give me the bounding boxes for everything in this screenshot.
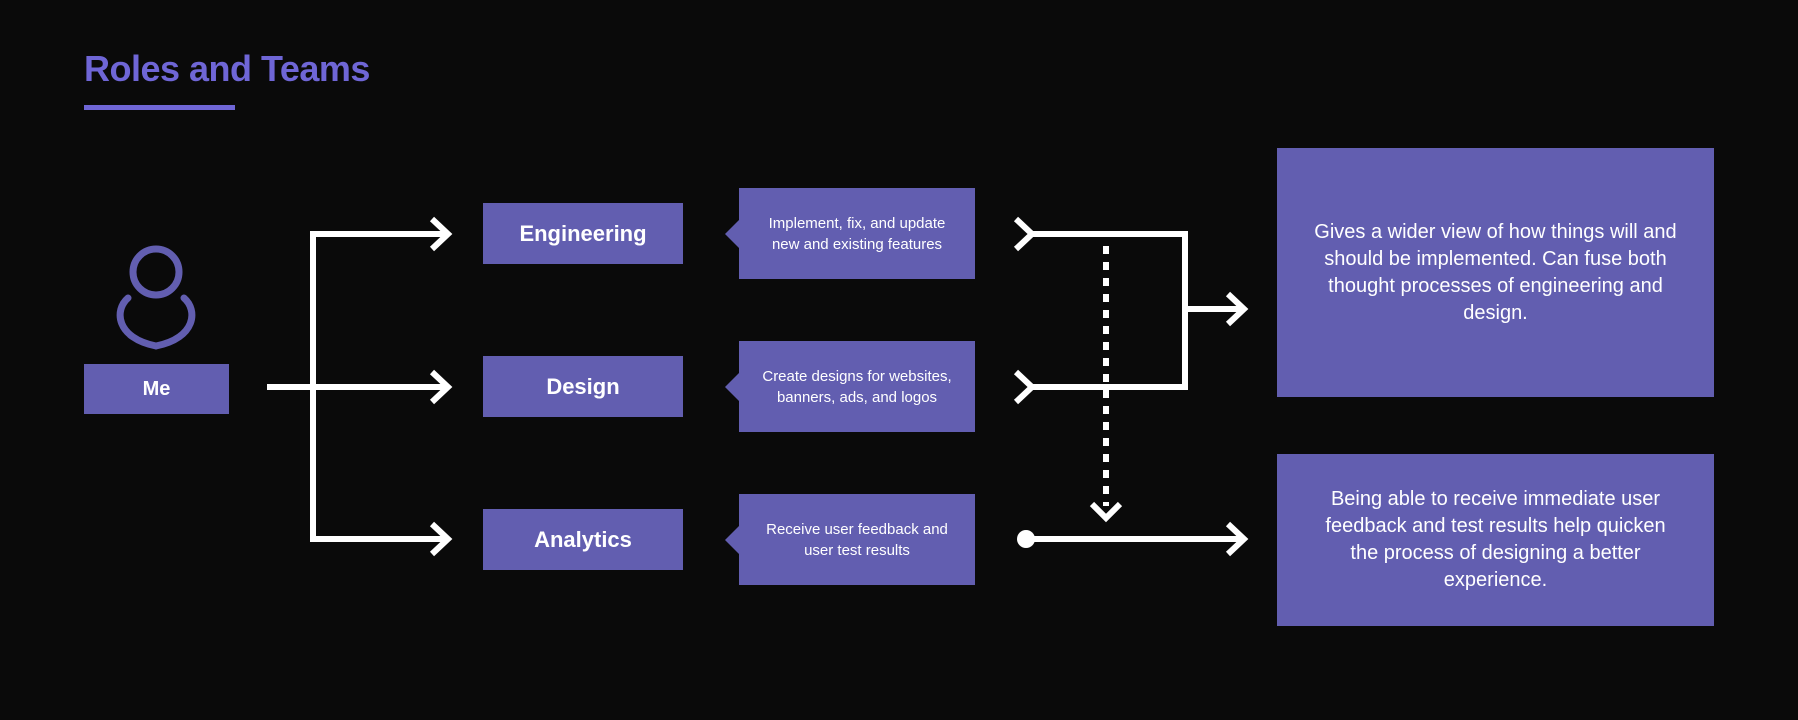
title-underline (84, 105, 235, 110)
me-box: Me (84, 364, 229, 414)
analytics-description: Receive user feedback and user test resu… (766, 520, 948, 559)
outcome-two-box: Being able to receive immediate user fee… (1277, 454, 1714, 626)
engineering-description-box: Implement, fix, and update new and exist… (725, 188, 975, 279)
person-icon (116, 245, 196, 350)
team-analytics-label: Analytics (534, 526, 632, 552)
engineering-description: Implement, fix, and update new and exist… (768, 214, 946, 253)
arrow-analytics-icon (429, 521, 453, 557)
team-engineering-label: Engineering (519, 220, 647, 246)
dotted-arrow-icon (1089, 501, 1123, 523)
page-title: Roles and Teams (84, 48, 370, 89)
engineering-tail-icon (1013, 216, 1037, 252)
arrow-outcome-one-icon (1225, 291, 1249, 327)
arrow-outcome-two-icon (1225, 521, 1249, 557)
outcome-one-box: Gives a wider view of how things will an… (1277, 148, 1714, 397)
outcome-one-text: Gives a wider view of how things will an… (1314, 220, 1677, 324)
outcome-two-text: Being able to receive immediate user fee… (1325, 488, 1666, 591)
arrow-engineering-icon (429, 216, 453, 252)
analytics-description-box: Receive user feedback and user test resu… (725, 494, 975, 585)
team-engineering-box: Engineering (483, 203, 683, 264)
team-analytics-box: Analytics (483, 509, 683, 570)
analytics-start-dot (1017, 530, 1035, 548)
design-tail-icon (1013, 369, 1037, 405)
team-design-box: Design (483, 356, 683, 417)
me-label: Me (142, 377, 171, 400)
design-description-box: Create designs for websites, banners, ad… (725, 341, 975, 432)
design-description: Create designs for websites, banners, ad… (762, 367, 952, 406)
team-design-label: Design (546, 373, 620, 399)
arrow-design-icon (429, 369, 453, 405)
